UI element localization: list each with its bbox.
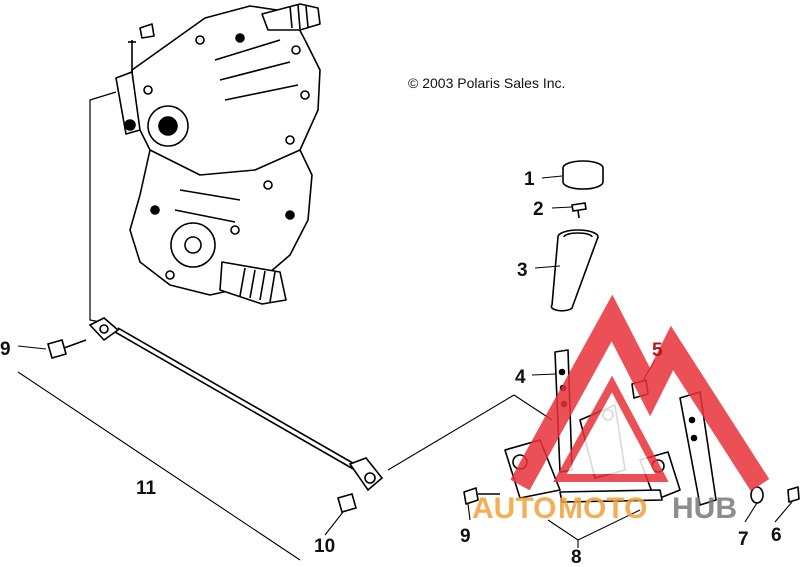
callout-8: 8 bbox=[571, 547, 582, 567]
callout-3: 3 bbox=[517, 260, 528, 281]
callout-1: 1 bbox=[524, 169, 535, 190]
copyright-text: © 2003 Polaris Sales Inc. bbox=[408, 75, 565, 91]
callout-9-right: 9 bbox=[460, 526, 471, 547]
callout-6: 6 bbox=[771, 525, 782, 546]
linkage-rod bbox=[47, 317, 384, 513]
watermark-hub: HUB bbox=[672, 492, 737, 525]
callout-2: 2 bbox=[533, 199, 544, 220]
transmission-housing-icon bbox=[115, 3, 321, 305]
callout-4: 4 bbox=[515, 367, 526, 388]
watermark-triangle-icon bbox=[510, 294, 770, 491]
callout-11: 11 bbox=[136, 478, 157, 499]
automotohub-watermark: AUTO MOTO HUB bbox=[472, 294, 770, 525]
callout-5: 5 bbox=[652, 340, 663, 361]
watermark-auto: AUTO bbox=[472, 492, 556, 525]
shift-knob-icon bbox=[550, 160, 604, 312]
callout-10: 10 bbox=[314, 536, 335, 557]
callout-7: 7 bbox=[738, 529, 749, 550]
watermark-moto: MOTO bbox=[558, 492, 647, 525]
callout-9-left: 9 bbox=[0, 339, 11, 360]
